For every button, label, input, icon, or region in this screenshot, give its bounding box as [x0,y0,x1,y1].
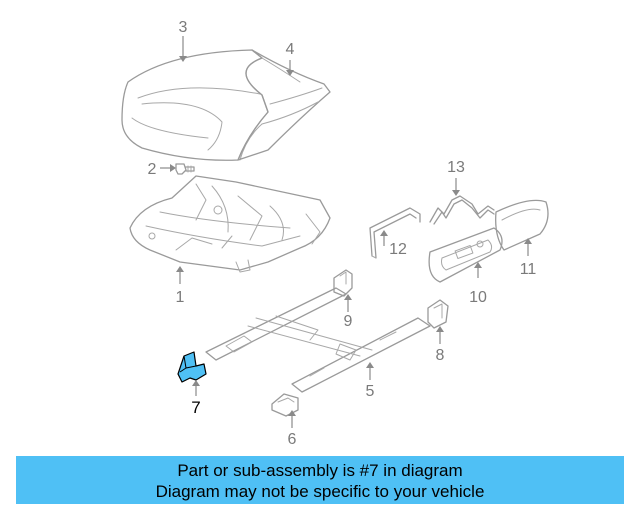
part-12-rod [369,207,421,259]
info-banner: Part or sub-assembly is #7 in diagram Di… [16,456,624,504]
part-6-foot-cover [271,393,299,417]
callout-1: 1 [176,289,185,306]
part-11-side-cover [495,199,549,251]
part-4-cushion-cover [237,49,331,161]
callout-4: 4 [286,41,295,58]
callout-7: 7 [191,398,200,417]
banner-line-1: Part or sub-assembly is #7 in diagram [177,461,463,480]
callout-10: 10 [469,289,487,306]
part-13-wire-link [429,195,495,225]
part-5-seat-track [205,287,431,393]
parts-diagram: 1 2 3 4 5 6 7 8 9 10 11 12 13 [121,19,549,448]
callout-12: 12 [389,241,407,258]
part-8-track-cap [427,299,449,329]
callout-13: 13 [447,159,465,176]
callout-3: 3 [179,19,188,36]
part-7-highlighted-bracket[interactable] [177,351,207,383]
callout-2: 2 [148,161,157,178]
part-10-side-panel [428,227,503,283]
part-9-bracket [333,269,353,297]
banner-line-2: Diagram may not be specific to your vehi… [155,482,485,501]
part-1-seat-frame [129,175,331,273]
callout-8: 8 [436,347,445,364]
callout-5: 5 [366,383,375,400]
callout-6: 6 [288,431,297,448]
callout-9: 9 [344,313,353,330]
part-2-screw [160,163,195,175]
callout-11: 11 [520,261,537,278]
